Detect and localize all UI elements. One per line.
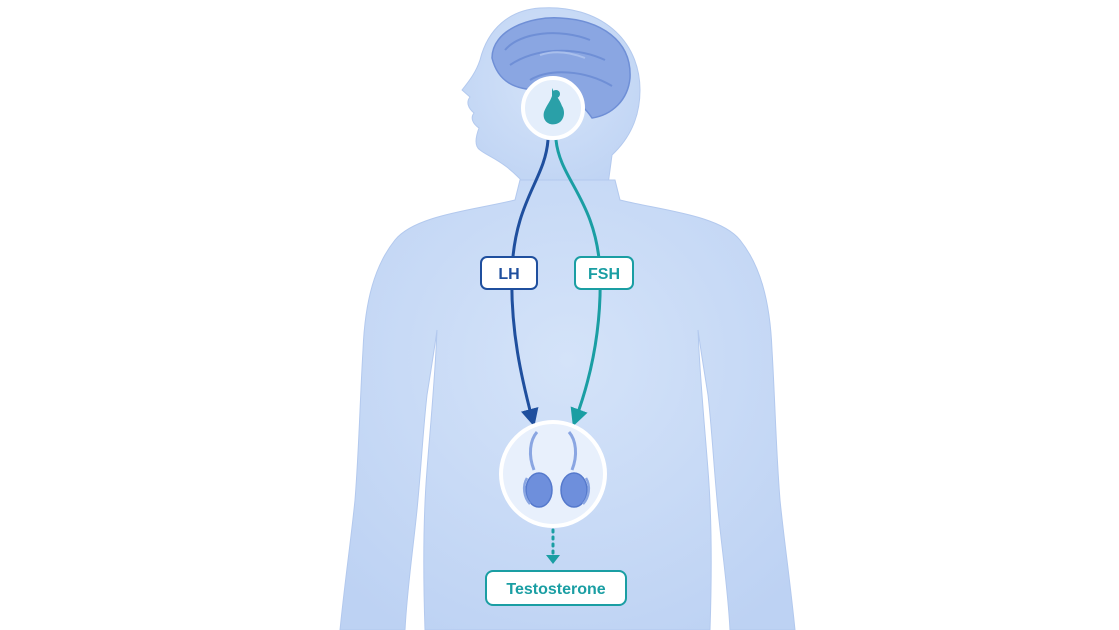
left-testis-icon [525,472,553,508]
right-testis-icon [560,472,588,508]
lh-label: LH [498,266,519,283]
lh-label-box: LH [480,256,538,290]
testosterone-label: Testosterone [506,581,605,598]
torso [339,179,796,630]
brain-icon [491,17,631,119]
testosterone-arrowhead [546,555,560,564]
fsh-label-box: FSH [574,256,634,290]
pituitary-gland [521,76,585,140]
testes [499,420,607,528]
fsh-label: FSH [588,266,620,283]
testosterone-label-box: Testosterone [485,570,627,606]
